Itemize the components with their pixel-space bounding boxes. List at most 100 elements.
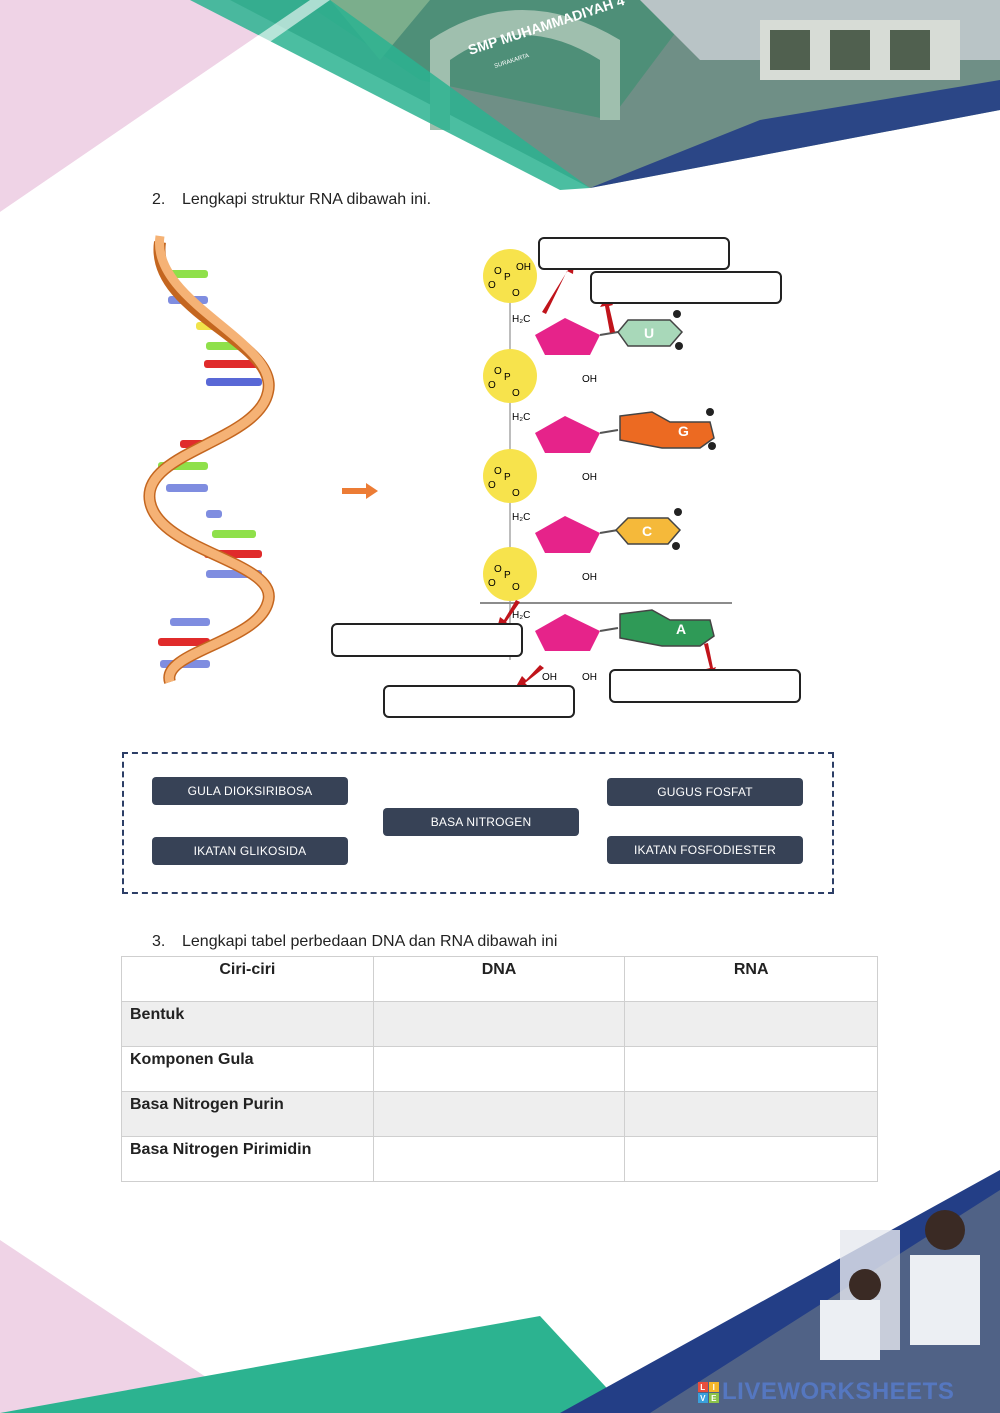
nucleotide-c: O P O O H₂C OH C bbox=[483, 449, 682, 583]
teal-stripe-bottom bbox=[0, 1316, 630, 1413]
question-3-text: Lengkapi tabel perbedaan DNA dan RNA dib… bbox=[182, 933, 558, 950]
table-row: Bentuk bbox=[121, 1001, 878, 1047]
table-row: Basa Nitrogen Pirimidin bbox=[121, 1136, 878, 1182]
rna-structure-diagram: O P OH O O H₂C OH U O P O O H₂C OH G O P… bbox=[480, 249, 732, 690]
svg-text:O: O bbox=[494, 266, 502, 277]
svg-text:H₂C: H₂C bbox=[512, 412, 530, 423]
svg-text:O: O bbox=[512, 582, 520, 593]
phosphate-group-3 bbox=[483, 449, 537, 503]
header-dna: DNA bbox=[372, 956, 626, 1002]
liveworksheets-text: LIVEWORKSHEETS bbox=[722, 1378, 955, 1405]
phosphate-group-4 bbox=[483, 547, 537, 601]
row-label-bentuk: Bentuk bbox=[121, 1001, 374, 1047]
answer-box-3[interactable] bbox=[331, 623, 523, 657]
base-guanine bbox=[619, 411, 715, 449]
chip-basa-nitrogen[interactable]: BASA NITROGEN bbox=[383, 808, 579, 836]
cell-rna-purin[interactable] bbox=[624, 1091, 878, 1137]
svg-text:H₂C: H₂C bbox=[512, 512, 530, 523]
header-ciri-ciri: Ciri-ciri bbox=[121, 956, 374, 1002]
question-3-number: 3. bbox=[152, 933, 166, 950]
svg-text:OH: OH bbox=[542, 672, 557, 683]
svg-text:OH: OH bbox=[582, 472, 597, 483]
h2c-label: H₂C bbox=[512, 314, 530, 325]
svg-text:O: O bbox=[488, 380, 496, 391]
svg-text:O: O bbox=[488, 578, 496, 589]
chip-gula-dioksiribosa[interactable]: GULA DIOKSIRIBOSA bbox=[152, 777, 348, 805]
svg-text:O: O bbox=[488, 280, 496, 291]
row-label-komponen-gula: Komponen Gula bbox=[121, 1046, 374, 1092]
svg-text:O: O bbox=[494, 564, 502, 575]
nucleotide-u: O P OH O O H₂C OH U bbox=[483, 249, 684, 385]
pink-decor-bottom bbox=[0, 1240, 260, 1413]
cell-rna-pirimidin[interactable] bbox=[624, 1136, 878, 1182]
svg-text:O: O bbox=[512, 388, 520, 399]
question-2-title: 2. Lengkapi struktur RNA dibawah ini. bbox=[152, 191, 431, 209]
arrow-to-box-5 bbox=[704, 643, 716, 676]
ribose-sugar-2 bbox=[535, 416, 600, 453]
ribose-sugar-1 bbox=[535, 318, 600, 355]
base-adenine bbox=[619, 609, 715, 647]
svg-text:P: P bbox=[504, 372, 511, 383]
svg-text:OH: OH bbox=[516, 262, 531, 273]
chip-gugus-fosfat[interactable]: GUGUS FOSFAT bbox=[607, 778, 803, 806]
arrow-to-box-1 bbox=[542, 262, 574, 314]
nucleotide-g: O P O O H₂C OH G bbox=[483, 349, 716, 483]
red-pointer-arrows bbox=[496, 262, 716, 690]
teal-stripe-top bbox=[190, 0, 590, 190]
school-gate-arch bbox=[430, 10, 620, 130]
helix-strand-front bbox=[145, 235, 274, 684]
svg-text:O: O bbox=[512, 488, 520, 499]
cell-dna-bentuk[interactable] bbox=[372, 1001, 626, 1047]
svg-text:O: O bbox=[494, 366, 502, 377]
arrow-to-box-4 bbox=[514, 665, 544, 690]
question-2-number: 2. bbox=[152, 191, 166, 208]
ribose-sugar-3 bbox=[535, 516, 600, 553]
liveworksheets-logo-icon: L I V E bbox=[698, 1382, 719, 1404]
svg-text:P: P bbox=[504, 570, 511, 581]
cell-dna-komponen-gula[interactable] bbox=[372, 1046, 626, 1092]
answer-box-2[interactable] bbox=[590, 271, 782, 304]
table-row: Basa Nitrogen Purin bbox=[121, 1091, 878, 1137]
answer-box-4[interactable] bbox=[383, 685, 575, 718]
question-2-text: Lengkapi struktur RNA dibawah ini. bbox=[182, 191, 432, 208]
answer-box-5[interactable] bbox=[609, 669, 801, 703]
table-header-row: Ciri-ciri DNA RNA bbox=[121, 956, 878, 1002]
svg-text:P: P bbox=[504, 272, 511, 283]
svg-text:OH: OH bbox=[582, 672, 597, 683]
question-3-title: 3. Lengkapi tabel perbedaan DNA dan RNA d… bbox=[152, 933, 557, 951]
dna-rna-comparison-table: Ciri-ciri DNA RNA Bentuk Komponen Gula B… bbox=[121, 956, 878, 1182]
base-cytosine bbox=[614, 517, 682, 545]
svg-text:O: O bbox=[512, 288, 520, 299]
answer-box-1[interactable] bbox=[538, 237, 730, 270]
ribose-sugar-4 bbox=[535, 614, 600, 651]
base-uracil bbox=[617, 319, 684, 347]
cell-rna-bentuk[interactable] bbox=[624, 1001, 878, 1047]
svg-text:H₂C: H₂C bbox=[512, 610, 530, 621]
row-label-pirimidin: Basa Nitrogen Pirimidin bbox=[121, 1136, 374, 1182]
word-bank bbox=[122, 752, 834, 894]
chip-ikatan-fosfodiester[interactable]: IKATAN FOSFODIESTER bbox=[607, 836, 803, 864]
svg-text:OH: OH bbox=[582, 374, 597, 385]
table-row: Komponen Gula bbox=[121, 1046, 878, 1092]
svg-text:O: O bbox=[494, 466, 502, 477]
liveworksheets-watermark: L I V E LIVEWORKSHEETS bbox=[698, 1378, 954, 1406]
svg-text:O: O bbox=[488, 480, 496, 491]
phosphate-group-2 bbox=[483, 349, 537, 403]
orange-arrow-icon bbox=[342, 483, 378, 499]
header-rna: RNA bbox=[624, 956, 878, 1002]
blue-stripe-top bbox=[590, 80, 1000, 188]
arrow-to-box-2 bbox=[600, 296, 615, 333]
row-label-purin: Basa Nitrogen Purin bbox=[121, 1091, 374, 1137]
cell-rna-komponen-gula[interactable] bbox=[624, 1046, 878, 1092]
phosphate-group-1 bbox=[483, 249, 537, 303]
nucleotide-a: O P O O H₂C OH OH A bbox=[483, 547, 715, 683]
base-letter-g: G bbox=[678, 423, 689, 439]
svg-text:OH: OH bbox=[582, 572, 597, 583]
cell-dna-pirimidin[interactable] bbox=[372, 1136, 626, 1182]
cell-dna-purin[interactable] bbox=[372, 1091, 626, 1137]
chip-ikatan-glikosida[interactable]: IKATAN GLIKOSIDA bbox=[152, 837, 348, 865]
base-letter-a: A bbox=[676, 621, 686, 637]
base-letter-c: C bbox=[642, 523, 652, 539]
dna-helix-illustration bbox=[143, 235, 275, 684]
